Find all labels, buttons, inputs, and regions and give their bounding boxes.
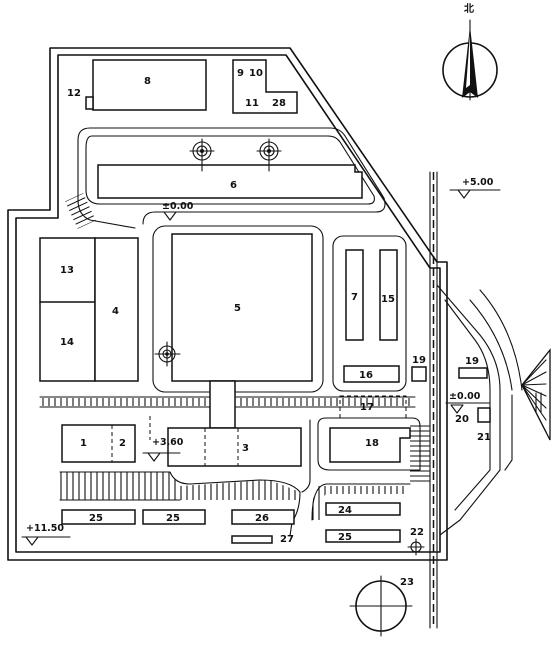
building-19a xyxy=(411,366,427,382)
label-28: 28 xyxy=(272,98,286,109)
slope-hatch xyxy=(410,425,430,485)
building-5 xyxy=(171,233,313,382)
label-27: 27 xyxy=(280,534,294,545)
label-20: 20 xyxy=(455,414,469,425)
ring-road-18 xyxy=(317,417,421,471)
elevation-e1: ±0.00 xyxy=(162,201,194,212)
label-23: 23 xyxy=(400,577,414,588)
elevation-e4: +3.60 xyxy=(152,437,184,448)
label-11: 11 xyxy=(245,98,259,109)
label-19a: 19 xyxy=(412,355,426,366)
connector-5-3 xyxy=(209,380,236,429)
elevation-marker: +5.00 xyxy=(449,177,501,199)
label-13: 13 xyxy=(60,265,74,276)
main-road xyxy=(436,284,523,536)
building-12 xyxy=(85,96,94,110)
building-16 xyxy=(343,365,400,383)
elevation-e5: +11.50 xyxy=(26,523,64,534)
building-25c xyxy=(325,529,401,543)
label-5: 5 xyxy=(234,303,241,314)
label-4: 4 xyxy=(112,306,119,317)
building-1-2 xyxy=(61,424,136,463)
label-18: 18 xyxy=(365,438,379,449)
ring-road-7-15 xyxy=(332,235,407,392)
building-21 xyxy=(477,407,491,423)
label-8: 8 xyxy=(144,76,151,87)
north-label: 北 xyxy=(464,2,474,15)
elevation-e2: +5.00 xyxy=(462,177,494,188)
label-16: 16 xyxy=(359,370,373,381)
label-1: 1 xyxy=(80,438,87,449)
building-7 xyxy=(345,249,364,341)
elevation-marker: ±0.00 xyxy=(445,391,491,414)
label-25b: 25 xyxy=(166,513,180,524)
ring-road-6-outer xyxy=(89,127,386,225)
north-arrow: 北 xyxy=(442,2,498,101)
ring-road-6-inner xyxy=(85,135,375,205)
elevation-marker: ±0.00 xyxy=(162,201,231,221)
label-10: 10 xyxy=(249,68,263,79)
building-8 xyxy=(92,59,207,111)
label-7: 7 xyxy=(351,292,358,303)
well-icon xyxy=(407,538,425,556)
label-14: 14 xyxy=(60,337,74,348)
building-15 xyxy=(379,249,398,341)
elevation-e3: ±0.00 xyxy=(449,391,481,402)
tower-icon xyxy=(256,138,282,172)
building-6 xyxy=(97,164,363,199)
rail-line xyxy=(429,171,438,629)
building-4 xyxy=(94,237,139,382)
label-3: 3 xyxy=(242,443,249,454)
building-25a xyxy=(61,509,136,525)
label-19b: 19 xyxy=(465,356,479,367)
road-arrow-symbol xyxy=(521,348,551,441)
label-24: 24 xyxy=(338,505,352,516)
building-9-10-11-28 xyxy=(232,59,298,114)
ring-road-5 xyxy=(152,225,324,393)
label-25a: 25 xyxy=(89,513,103,524)
label-6: 6 xyxy=(230,180,237,191)
label-9: 9 xyxy=(237,68,244,79)
fence-strip xyxy=(236,398,414,406)
tower-icon xyxy=(154,341,181,367)
fence-strip xyxy=(40,398,210,406)
label-26: 26 xyxy=(255,513,269,524)
elevation-marker: +11.50 xyxy=(21,523,71,546)
building-25b xyxy=(142,509,206,525)
building-13-14 xyxy=(39,237,96,382)
building-27 xyxy=(231,535,273,544)
building-3 xyxy=(167,427,302,467)
site-boundary xyxy=(7,47,448,561)
water-tower-icon xyxy=(349,575,413,637)
label-21: 21 xyxy=(477,432,491,443)
label-22: 22 xyxy=(410,527,424,538)
label-15: 15 xyxy=(381,294,395,305)
building-19b xyxy=(458,367,488,379)
label-25c: 25 xyxy=(338,532,352,543)
label-2: 2 xyxy=(119,438,126,449)
label-12: 12 xyxy=(67,88,81,99)
slope-strip xyxy=(60,472,300,500)
slope-bank xyxy=(312,486,408,520)
tower-icon xyxy=(189,138,215,172)
label-17: 17 xyxy=(360,402,374,413)
building-24 xyxy=(325,502,401,516)
elevation-marker: +3.60 xyxy=(142,437,184,462)
building-26 xyxy=(231,509,295,525)
